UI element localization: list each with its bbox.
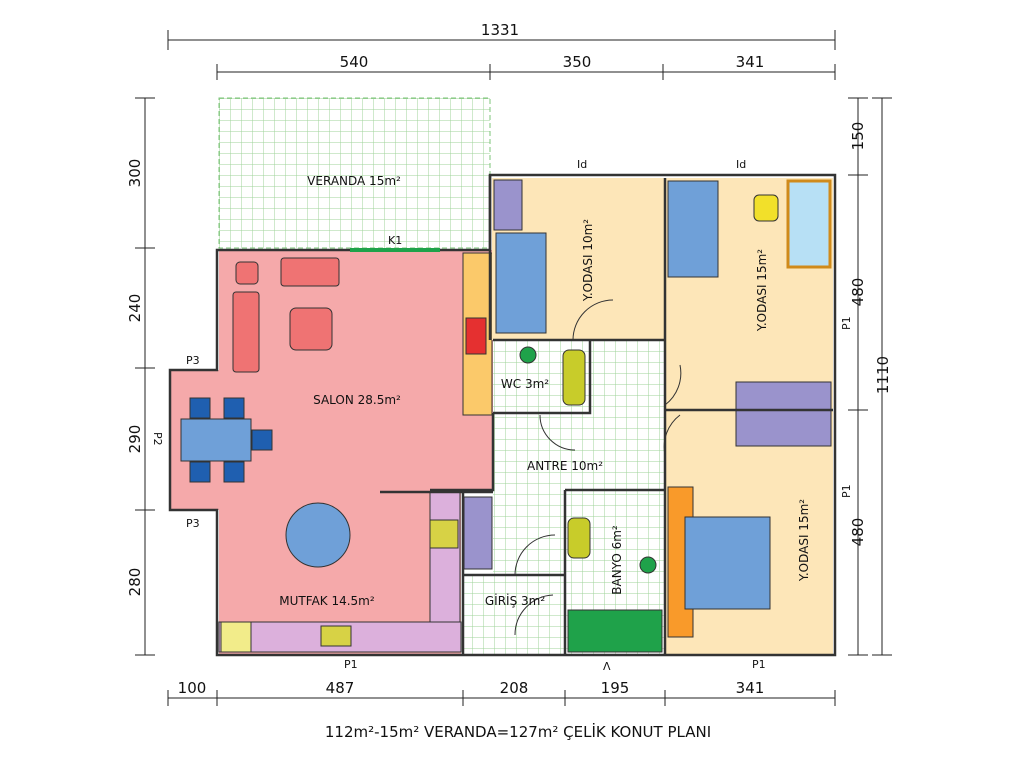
dim-right-2: 480 xyxy=(849,278,867,307)
door-swings xyxy=(514,299,682,636)
banyo-sink xyxy=(567,517,591,559)
dim-right-total: 1110 xyxy=(874,356,892,394)
label-p1-bottom-right: P1 xyxy=(752,658,766,671)
room-label-yodasi-small: Y.ODASI 10m² xyxy=(581,219,595,302)
dim-bottom-3: 208 xyxy=(500,679,529,697)
dim-right-1: 150 xyxy=(849,122,867,151)
room-label-veranda: VERANDA 15m² xyxy=(307,174,401,188)
armchair xyxy=(235,261,259,285)
dining-chair xyxy=(189,461,211,483)
label-p1-bottom-left: P1 xyxy=(344,658,358,671)
room-label-mutfak: MUTFAK 14.5m² xyxy=(279,594,375,608)
coffee-table xyxy=(289,307,333,351)
room-label-salon: SALON 28.5m² xyxy=(313,393,401,407)
dim-bottom-5: 341 xyxy=(736,679,765,697)
giris-area xyxy=(463,575,565,655)
dining-chair xyxy=(251,429,273,451)
kitchen-counter-side xyxy=(429,491,461,623)
salon-area xyxy=(170,250,493,510)
desk xyxy=(786,179,832,269)
dim-top-1: 540 xyxy=(340,53,369,71)
dim-bottom-4: 195 xyxy=(601,679,630,697)
sofa-3seat xyxy=(232,291,260,373)
dim-bottom-2: 487 xyxy=(326,679,355,697)
label-p3-bottom: P3 xyxy=(186,517,200,530)
bed-single-1 xyxy=(495,232,547,334)
walls xyxy=(168,173,837,657)
room-label-giris: GİRİŞ 3m² xyxy=(485,593,545,608)
dim-top-2: 350 xyxy=(563,53,592,71)
label-k1: K1 xyxy=(388,234,402,247)
dining-chair xyxy=(223,461,245,483)
label-p1-right-top: P1 xyxy=(840,316,853,330)
bathtub xyxy=(567,609,663,653)
fridge xyxy=(220,621,252,653)
wc-toilet xyxy=(519,346,537,364)
dim-left-2: 240 xyxy=(126,294,144,323)
room-label-banyo: BANYO 6m² xyxy=(610,525,624,595)
dim-bottom-1: 100 xyxy=(178,679,207,697)
sofa-2seat xyxy=(280,257,340,287)
entry-marker: Λ xyxy=(603,660,611,673)
room-label-yodasi-top-right: Y.ODASI 15m² xyxy=(755,249,769,332)
room-label-antre: ANTRE 10m² xyxy=(527,459,603,473)
label-id-2: Id xyxy=(736,158,746,171)
antre-lower xyxy=(493,490,565,575)
veranda-area xyxy=(218,97,491,249)
wc-sink xyxy=(562,349,586,406)
bed-double xyxy=(684,516,771,610)
kitchen-sink xyxy=(320,625,352,647)
label-p3-top: P3 xyxy=(186,354,200,367)
label-p1-right-bottom: P1 xyxy=(840,484,853,498)
banyo-toilet xyxy=(639,556,657,574)
dining-table xyxy=(180,418,252,462)
dining-chair xyxy=(223,397,245,419)
chair xyxy=(753,194,779,222)
dim-right-3: 480 xyxy=(849,518,867,547)
label-id-1: Id xyxy=(577,158,587,171)
plan-title: 112m²-15m² VERANDA=127m² ÇELİK KONUT PLA… xyxy=(325,722,711,741)
dining-chair xyxy=(189,397,211,419)
dim-top-total: 1331 xyxy=(481,21,519,39)
label-p2: P2 xyxy=(151,432,164,446)
dim-top-3: 341 xyxy=(736,53,765,71)
stove xyxy=(429,519,459,549)
dim-left-1: 300 xyxy=(126,159,144,188)
wardrobe-double xyxy=(735,381,832,447)
wardrobe-small xyxy=(493,179,523,231)
shoe-cabinet xyxy=(463,496,493,570)
bed-single-2 xyxy=(667,180,719,278)
dim-left-3: 290 xyxy=(126,425,144,454)
round-table xyxy=(285,502,351,568)
dimension-lines xyxy=(135,30,892,706)
room-label-wc: WC 3m² xyxy=(501,377,549,391)
room-label-yodasi-bottom-right: Y.ODASI 15m² xyxy=(797,499,811,582)
tv xyxy=(465,317,487,355)
dim-left-4: 280 xyxy=(126,568,144,597)
